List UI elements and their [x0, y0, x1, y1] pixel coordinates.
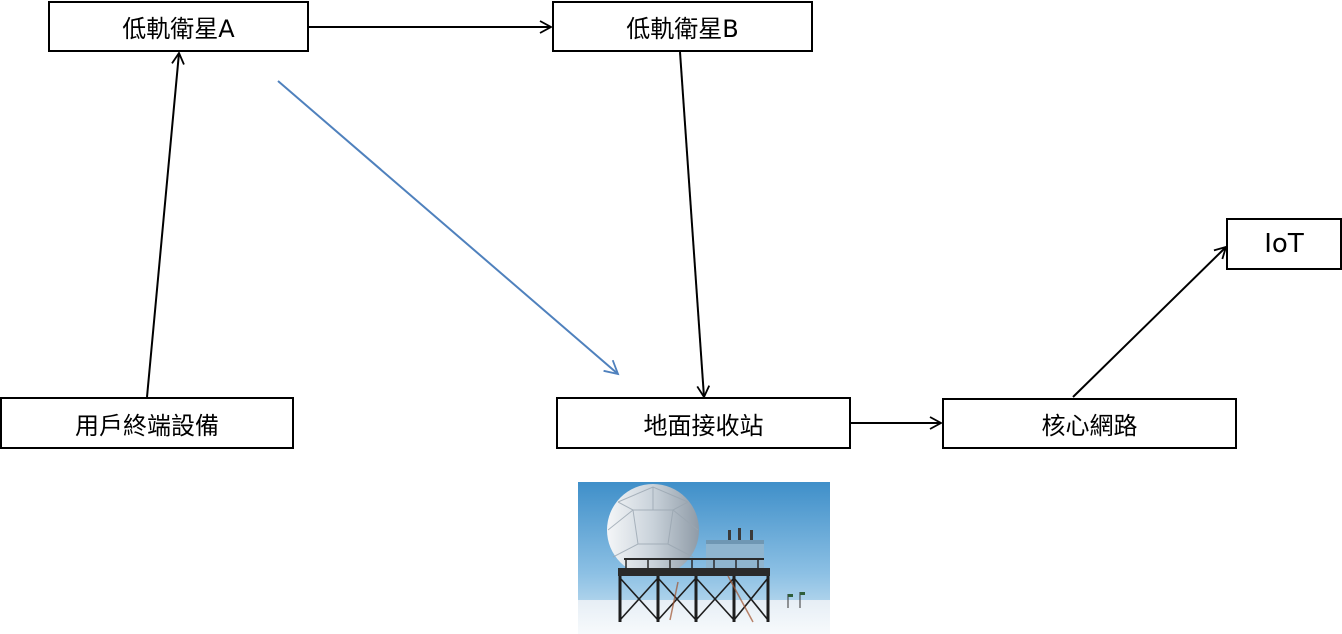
- node-core-network: 核心網路: [942, 398, 1237, 449]
- ground-station-photo: [578, 482, 830, 634]
- edge-user-to-sat-a: [146, 51, 185, 398]
- edge-core-to-iot: [1072, 245, 1228, 398]
- node-satellite-b: 低軌衛星B: [552, 1, 813, 52]
- edge-sat-a-to-ground: [277, 80, 620, 376]
- edge-sat-b-to-ground: [679, 51, 711, 399]
- node-user-terminal: 用戶終端設備: [0, 397, 294, 449]
- node-iot: IoT: [1226, 218, 1342, 270]
- node-satellite-a: 低軌衛星A: [48, 1, 309, 52]
- node-ground-station: 地面接收站: [556, 397, 851, 449]
